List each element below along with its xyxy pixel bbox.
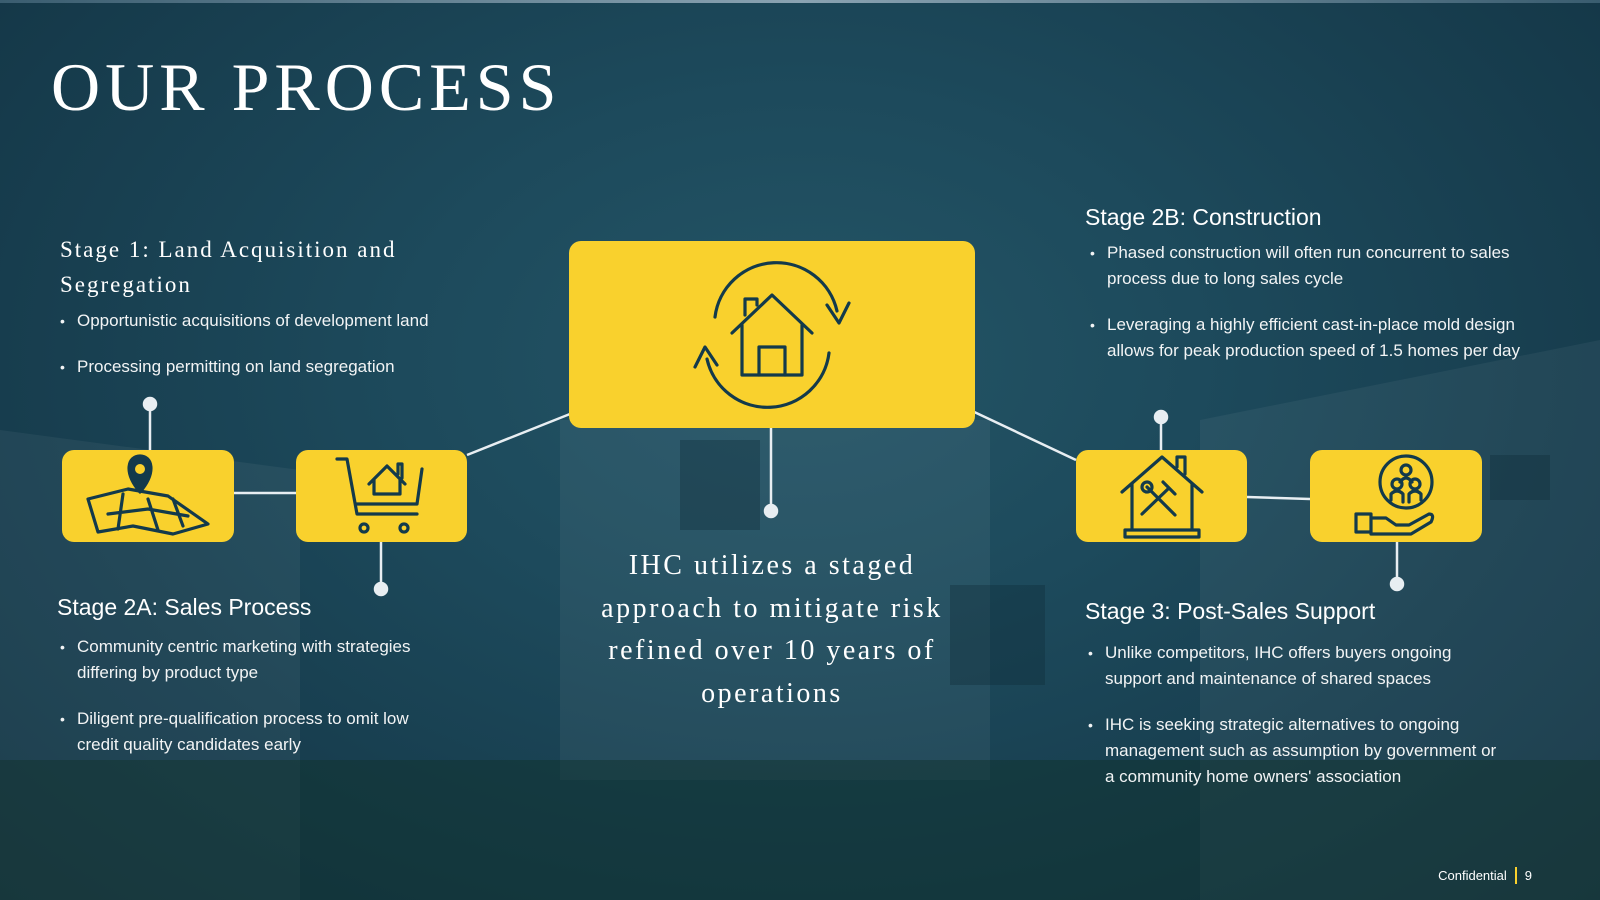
stage3-heading: Stage 3: Post-Sales Support xyxy=(1085,598,1376,624)
stage1-bullets: Opportunistic acquisitions of developmen… xyxy=(60,308,480,400)
summary-statement: IHC utilizes a staged approach to mitiga… xyxy=(601,550,943,709)
hand-community-icon xyxy=(1354,454,1435,536)
list-item: Leveraging a highly efficient cast-in-pl… xyxy=(1090,312,1520,364)
confidential-label: Confidential xyxy=(1438,868,1507,883)
page-title: OUR PROCESS xyxy=(51,49,562,125)
stage1-heading: Stage 1: Land Acquisition and Segregatio… xyxy=(60,237,397,297)
footer-divider xyxy=(1514,867,1517,884)
house-cycle-icon xyxy=(693,260,851,409)
stage1-land-box xyxy=(62,450,234,542)
stage2b-heading: Stage 2B: Construction xyxy=(1085,204,1322,230)
stage2a-bullets: Community centric marketing with strateg… xyxy=(60,634,450,778)
house-tools-icon xyxy=(1119,455,1204,539)
list-item: Community centric marketing with strateg… xyxy=(60,634,450,686)
stage2b-construction-box xyxy=(1076,450,1247,542)
stage3-bullets: Unlike competitors, IHC offers buyers on… xyxy=(1088,640,1508,810)
map-pin-icon xyxy=(86,453,210,536)
list-item: Processing permitting on land segregatio… xyxy=(60,354,480,380)
top-accent-line xyxy=(0,0,1600,3)
central-process-box xyxy=(569,241,975,428)
list-item: Phased construction will often run concu… xyxy=(1090,240,1520,292)
stage2a-sales-box xyxy=(296,450,467,542)
stage3-support-box xyxy=(1310,450,1482,542)
page-number: 9 xyxy=(1524,868,1532,883)
footer: Confidential 9 xyxy=(1438,867,1532,884)
list-item: Unlike competitors, IHC offers buyers on… xyxy=(1088,640,1508,692)
list-item: IHC is seeking strategic alternatives to… xyxy=(1088,712,1508,790)
stage2b-bullets: Phased construction will often run concu… xyxy=(1090,240,1520,384)
list-item: Diligent pre-qualification process to om… xyxy=(60,706,450,758)
stage2a-heading: Stage 2A: Sales Process xyxy=(57,594,312,620)
cart-house-icon xyxy=(334,456,424,534)
list-item: Opportunistic acquisitions of developmen… xyxy=(60,308,480,334)
